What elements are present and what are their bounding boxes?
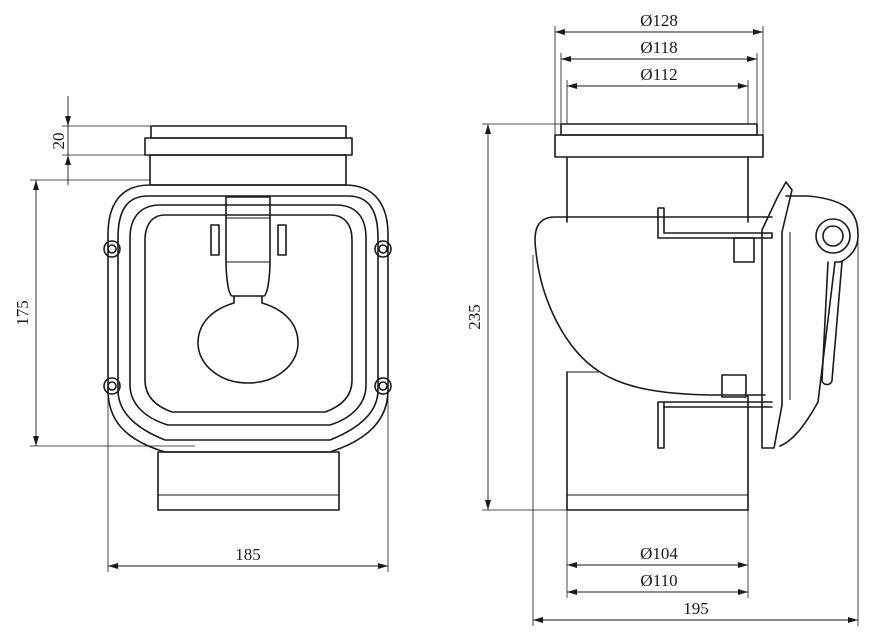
side-bracket-lower: [657, 401, 665, 449]
front-collar-ring: [150, 125, 347, 139]
front-housing-inner: [129, 204, 367, 426]
side-lever-knob: [815, 218, 851, 254]
dim-20-label: 20: [49, 133, 68, 150]
dim-175-label: 175: [13, 300, 32, 326]
dim-d128: Ø128: [554, 11, 764, 135]
front-housing-rim: [117, 195, 379, 441]
dim-d112-label: Ø112: [640, 65, 677, 84]
front-collar-body: [144, 137, 353, 156]
side-cover-flange: [779, 195, 859, 447]
front-hinge-pin-right: [277, 224, 287, 256]
front-view: 20 175 185: [13, 96, 392, 572]
dim-235-label: 235: [465, 304, 484, 330]
dim-d110-label: Ø110: [640, 571, 677, 590]
dim-d104: Ø104: [566, 510, 749, 598]
front-hinge-pin-left: [210, 224, 220, 256]
dim-d110: Ø110: [567, 571, 748, 595]
dim-20: 20: [49, 96, 150, 185]
front-housing-inner-2: [144, 214, 353, 413]
front-flap-hinge: [225, 196, 271, 297]
dim-175: 175: [13, 179, 195, 447]
side-bracket-upper: [657, 207, 773, 239]
dim-d112: Ø112: [566, 65, 749, 124]
side-housing-body: [534, 216, 773, 396]
side-lever-arm: [821, 261, 843, 386]
dim-d118: Ø118: [560, 38, 758, 124]
dim-195: 195: [532, 240, 859, 626]
dim-d104-label: Ø104: [640, 544, 678, 563]
dim-195-label: 195: [683, 599, 709, 618]
side-nut-upper: [733, 237, 755, 263]
side-collar-ring: [560, 123, 758, 136]
dim-185-label: 185: [235, 545, 261, 564]
front-outlet: [157, 451, 340, 511]
front-inlet-neck: [149, 154, 347, 186]
front-bolt-top-left: [103, 240, 121, 258]
dim-185: 185: [107, 390, 389, 572]
side-collar-body: [554, 134, 764, 158]
front-bolt-bottom-left: [103, 377, 121, 395]
side-nut-lower: [721, 374, 747, 398]
side-view: Ø128 Ø118 Ø112 235: [465, 11, 859, 626]
front-bolt-top-right: [374, 240, 392, 258]
front-flap-disc: [197, 295, 299, 384]
side-cover-plate: [761, 181, 793, 449]
dim-235: 235: [465, 123, 567, 511]
dim-d128-label: Ø128: [640, 11, 678, 30]
front-bolt-bottom-right: [374, 377, 392, 395]
dim-d118-label: Ø118: [640, 38, 677, 57]
